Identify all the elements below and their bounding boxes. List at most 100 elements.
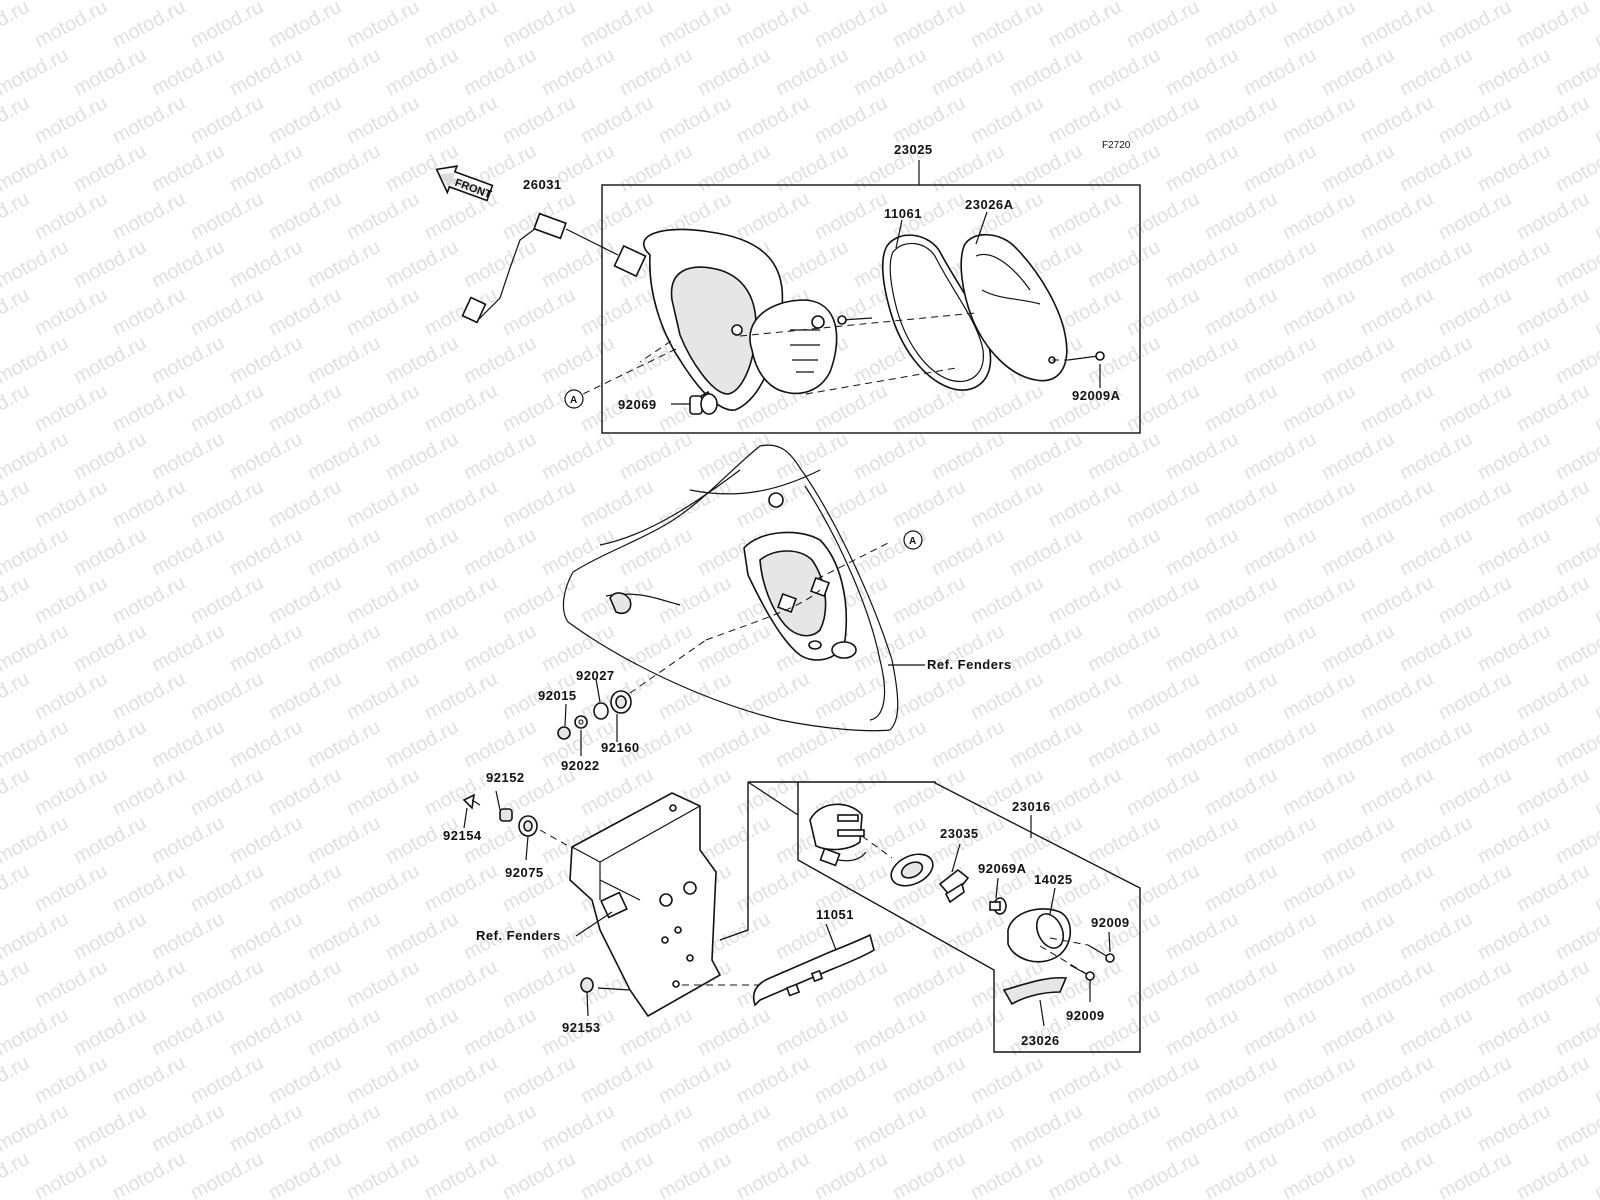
watermark-text: motod.ru [967,92,1047,148]
watermark-text: motod.ru [1396,332,1476,388]
watermark-text: motod.ru [1435,0,1515,52]
watermark-text: motod.ru [850,1100,930,1156]
watermark-text: motod.ru [577,476,657,532]
watermark-text: motod.ru [148,908,228,964]
watermark-text: motod.ru [889,476,969,532]
watermark-text: motod.ru [1279,92,1359,148]
watermark-text: motod.ru [1513,284,1593,340]
watermark-text: motod.ru [226,428,306,484]
watermark-text: motod.ru [0,476,33,532]
wire-harness-part [461,212,647,324]
watermark-text: motod.ru [1162,908,1242,964]
watermark-text: motod.ru [1123,1052,1203,1108]
watermark-text: motod.ru [70,716,150,772]
watermark-text: motod.ru [1552,620,1600,676]
watermark-text: motod.ru [1474,140,1554,196]
watermark-text: motod.ru [967,476,1047,532]
watermark-text: motod.ru [772,716,852,772]
fastener-cluster-upper [557,690,632,740]
watermark-text: motod.ru [1162,236,1242,292]
watermark-text: motod.ru [1591,92,1600,148]
watermark-text: motod.ru [1591,860,1600,916]
watermark-text: motod.ru [1474,428,1554,484]
label-23025: 23025 [894,142,933,157]
watermark-text: motod.ru [1279,956,1359,1012]
watermark-text: motod.ru [1162,140,1242,196]
bulb-part [689,393,718,415]
watermark-text: motod.ru [1513,1148,1593,1200]
license-bulb-part [989,897,1007,915]
label-23016: 23016 [1012,799,1051,814]
watermark-text: motod.ru [421,1052,501,1108]
watermark-text: motod.ru [70,0,150,4]
watermark-text: motod.ru [1591,956,1600,1012]
watermark-text: motod.ru [694,1100,774,1156]
watermark-text: motod.ru [1279,764,1359,820]
watermark-text: motod.ru [616,1004,696,1060]
watermark-text: motod.ru [70,44,150,100]
watermark-text: motod.ru [1279,380,1359,436]
watermark-text: motod.ru [70,236,150,292]
watermark-text: motod.ru [1123,284,1203,340]
watermark-text: motod.ru [1162,1004,1242,1060]
watermark-text: motod.ru [1552,140,1600,196]
watermark-text: motod.ru [1357,284,1437,340]
watermark-text: motod.ru [1591,668,1600,724]
watermark-text: motod.ru [967,668,1047,724]
label-92153: 92153 [562,1020,601,1035]
watermark-text: motod.ru [538,332,618,388]
construction-line-mid [619,540,893,701]
watermark-text: motod.ru [967,1052,1047,1108]
leader-26031 [565,228,619,256]
watermark-text: motod.ru [1591,476,1600,532]
watermark-text: motod.ru [0,1004,72,1060]
watermark-text: motod.ru [304,812,384,868]
rear-fender-outline [562,444,899,732]
watermark-text: motod.ru [1435,860,1515,916]
watermark-text: motod.ru [811,1052,891,1108]
watermark-text: motod.ru [1357,380,1437,436]
watermark-text: motod.ru [1084,620,1164,676]
watermark-text: motod.ru [304,524,384,580]
watermark-text: motod.ru [772,140,852,196]
watermark-text: motod.ru [1084,428,1164,484]
watermark-text: motod.ru [31,380,111,436]
watermark-text: motod.ru [811,188,891,244]
watermark-text: motod.ru [1084,0,1164,4]
watermark-text: motod.ru [1045,476,1125,532]
watermark-text: motod.ru [1045,860,1125,916]
watermark-text: motod.ru [1474,1004,1554,1060]
watermark-text: motod.ru [1045,0,1125,52]
watermark-text: motod.ru [928,428,1008,484]
watermark-text: motod.ru [1240,236,1320,292]
watermark-text: motod.ru [1240,428,1320,484]
watermark-text: motod.ru [187,572,267,628]
watermark-text: motod.ru [616,140,696,196]
watermark-text: motod.ru [0,908,72,964]
watermark-text: motod.ru [343,1148,423,1200]
watermark-text: motod.ru [577,92,657,148]
watermark-text: motod.ru [1513,380,1593,436]
watermark-text: motod.ru [1357,860,1437,916]
watermark-text: motod.ru [0,716,72,772]
watermark-text: motod.ru [499,284,579,340]
watermark-text: motod.ru [1552,1100,1600,1156]
watermark-text: motod.ru [304,140,384,196]
watermark-text: motod.ru [265,380,345,436]
watermark-text: motod.ru [1201,1052,1281,1108]
watermark-text: motod.ru [655,668,735,724]
watermark-text: motod.ru [460,236,540,292]
watermark-text: motod.ru [1162,812,1242,868]
label-92152: 92152 [486,770,525,785]
watermark-text: motod.ru [343,668,423,724]
watermark-text: motod.ru [1396,0,1476,4]
watermark-text: motod.ru [889,572,969,628]
watermark-text: motod.ru [1084,236,1164,292]
watermark-text: motod.ru [1240,812,1320,868]
watermark-text: motod.ru [1006,140,1086,196]
watermark-text: motod.ru [1552,44,1600,100]
watermark-text: motod.ru [1201,572,1281,628]
watermark-text: motod.ru [1045,188,1125,244]
license-lamp-assembly-box [719,781,1141,1053]
